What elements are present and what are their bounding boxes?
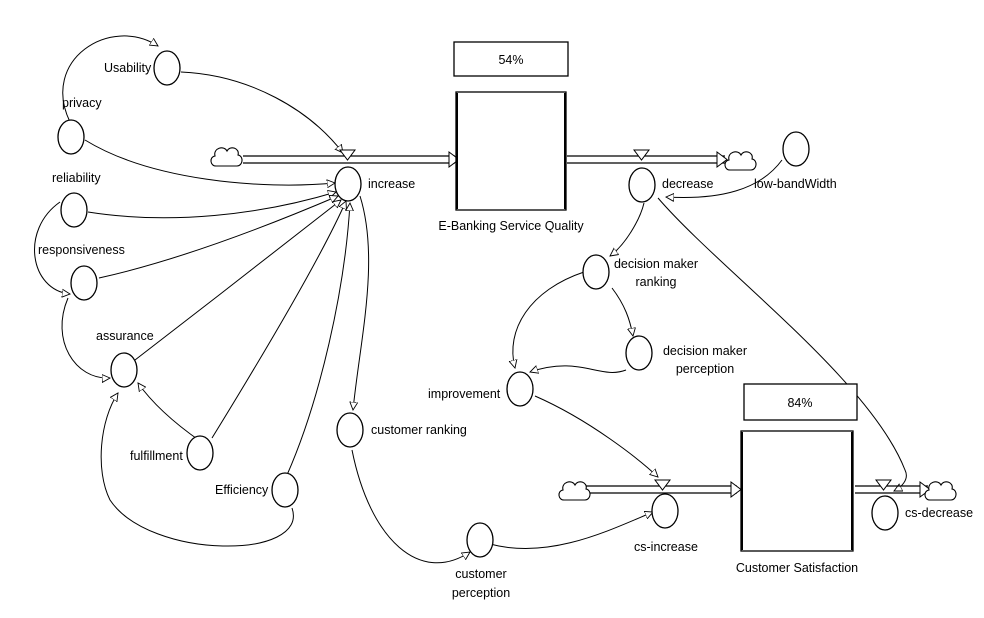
var-reliability-node[interactable] <box>60 192 88 228</box>
link-responsiveness-assurance <box>61 297 110 378</box>
flow-csincrease-node[interactable] <box>651 493 679 529</box>
link-lowbandwidth-decrease <box>666 159 783 198</box>
var-dm-perception-node[interactable] <box>625 335 653 371</box>
var-responsiveness-label: responsiveness <box>38 243 125 257</box>
var-efficiency-label: Efficiency <box>215 483 269 497</box>
flow-csdecrease-label: cs-decrease <box>905 506 973 520</box>
var-low-bandwidth-node[interactable] <box>782 131 810 167</box>
valve-csdecrease-icon <box>875 479 892 491</box>
flow-increase-node[interactable] <box>334 166 362 202</box>
link-reliability-responsiveness <box>34 201 70 294</box>
var-fulfillment-label: fulfillment <box>130 449 183 463</box>
flow-increase-label: increase <box>368 177 415 191</box>
var-dm-perception-label-line1: decision maker <box>663 344 747 358</box>
var-dm-perception-label-line2: perception <box>676 362 734 376</box>
var-dm-ranking-label-line1: decision maker <box>614 257 698 271</box>
var-improvement-node[interactable] <box>506 371 534 407</box>
link-dmperception-improvement <box>530 366 627 373</box>
cloud-source-icon <box>558 481 591 501</box>
var-customer-ranking-node[interactable] <box>336 412 364 448</box>
var-usability-label: Usability <box>104 61 152 75</box>
quality-stock-box <box>455 91 567 211</box>
connectors <box>34 35 907 564</box>
link-assurance-increase <box>134 200 341 361</box>
link-responsiveness-increase <box>98 196 338 279</box>
satisfaction-stock-box <box>740 430 854 552</box>
link-efficiency-increase <box>286 203 350 476</box>
quality-stock-label: E-Banking Service Quality <box>438 219 584 233</box>
link-improvement-csincrease <box>534 395 658 477</box>
link-customerranking-perception <box>351 449 470 564</box>
cloud-sink-icon <box>724 151 757 171</box>
var-assurance-node[interactable] <box>110 352 138 388</box>
var-customer-perception-node[interactable] <box>466 522 494 558</box>
var-dm-ranking-label-line2: ranking <box>636 275 677 289</box>
link-perception-csincrease <box>489 512 653 550</box>
var-customer-ranking-label: customer ranking <box>371 423 467 437</box>
flow-decrease-label: decrease <box>662 177 713 191</box>
link-decrease-csdecrease <box>657 197 907 491</box>
var-low-bandwidth-label: low-bandWidth <box>754 177 837 191</box>
link-fulfillment-assurance <box>138 383 201 442</box>
var-privacy-node[interactable] <box>57 119 85 155</box>
stock-eb-quality[interactable]: 54% E-Banking Service Quality <box>438 41 584 233</box>
link-fulfillment-increase <box>211 201 346 439</box>
stock-customer-satisfaction[interactable]: 84% Customer Satisfaction <box>736 383 858 575</box>
var-dm-ranking-node[interactable] <box>582 254 610 290</box>
valve-csincrease-icon <box>654 479 671 491</box>
link-dmranking-improvement <box>513 271 585 368</box>
flow-csdecrease-node[interactable] <box>871 495 899 531</box>
var-reliability-label: reliability <box>52 171 101 185</box>
cloud-sink-icon <box>924 481 957 501</box>
flow-decrease-node[interactable] <box>628 167 656 203</box>
link-efficiency-assurance <box>100 393 294 547</box>
link-increase-customerranking <box>353 195 370 410</box>
var-privacy-label: privacy <box>62 96 102 110</box>
var-customer-perception-label-line2: perception <box>452 586 510 600</box>
satisfaction-stock-label: Customer Satisfaction <box>736 561 858 575</box>
satisfaction-value: 84% <box>787 396 812 410</box>
link-reliability-increase <box>87 192 336 219</box>
var-fulfillment-node[interactable] <box>186 435 214 471</box>
var-assurance-label: assurance <box>96 329 154 343</box>
quality-value-box <box>453 41 569 77</box>
var-customer-perception-label-line1: customer <box>455 567 506 581</box>
quality-value: 54% <box>498 53 523 67</box>
satisfaction-value-box <box>743 383 858 421</box>
link-privacy-increase <box>84 139 335 185</box>
valve-decrease-icon <box>633 149 650 161</box>
link-privacy-usability <box>62 35 158 123</box>
link-decrease-dmranking <box>610 202 645 256</box>
var-efficiency-node[interactable] <box>271 472 299 508</box>
cloud-source-icon <box>210 147 243 167</box>
var-usability-node[interactable] <box>153 50 181 86</box>
flow-csincrease-label: cs-increase <box>634 540 698 554</box>
link-dmranking-dmperception <box>611 287 633 336</box>
var-responsiveness-node[interactable] <box>70 265 98 301</box>
link-usability-increase <box>180 71 343 153</box>
var-improvement-label: improvement <box>428 387 501 401</box>
valve-increase-icon <box>339 149 356 161</box>
